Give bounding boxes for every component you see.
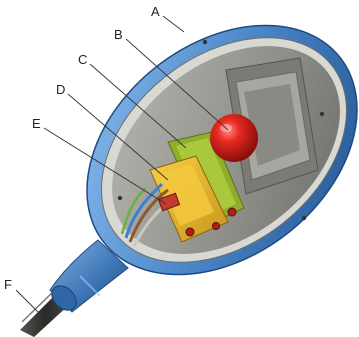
callout-label-a: A	[151, 4, 160, 19]
float-ball	[210, 114, 258, 162]
callout-label-b: B	[114, 27, 123, 42]
callout-label-f: F	[4, 277, 12, 292]
leader-line-a	[163, 16, 184, 32]
callout-label-e: E	[32, 116, 41, 131]
callout-label-c: C	[78, 52, 87, 67]
callout-label-d: D	[56, 82, 65, 97]
leader-line-f	[16, 290, 38, 312]
